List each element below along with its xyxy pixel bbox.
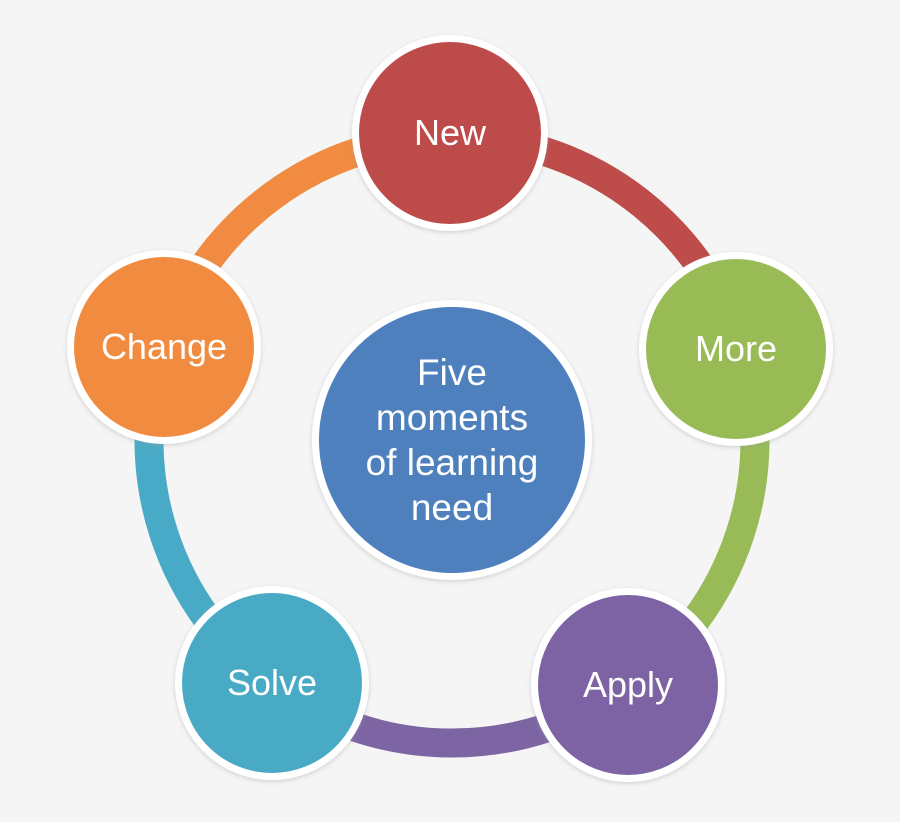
apply-label: Apply	[583, 664, 673, 705]
change-label: Change	[101, 326, 227, 367]
solve-label: Solve	[227, 662, 317, 703]
center-circle	[312, 300, 592, 580]
new-circle	[352, 35, 548, 231]
cycle-node-solve: Solve	[175, 586, 369, 780]
change-circle	[67, 250, 261, 444]
cycle-node-more: More	[639, 252, 833, 446]
new-label: New	[414, 112, 487, 153]
more-circle	[639, 252, 833, 446]
apply-circle	[531, 588, 725, 782]
cycle-node-apply: Apply	[531, 588, 725, 782]
more-label: More	[695, 328, 777, 369]
cycle-node-new: New	[352, 35, 548, 231]
solve-circle	[175, 586, 369, 780]
cycle-node-change: Change	[67, 250, 261, 444]
